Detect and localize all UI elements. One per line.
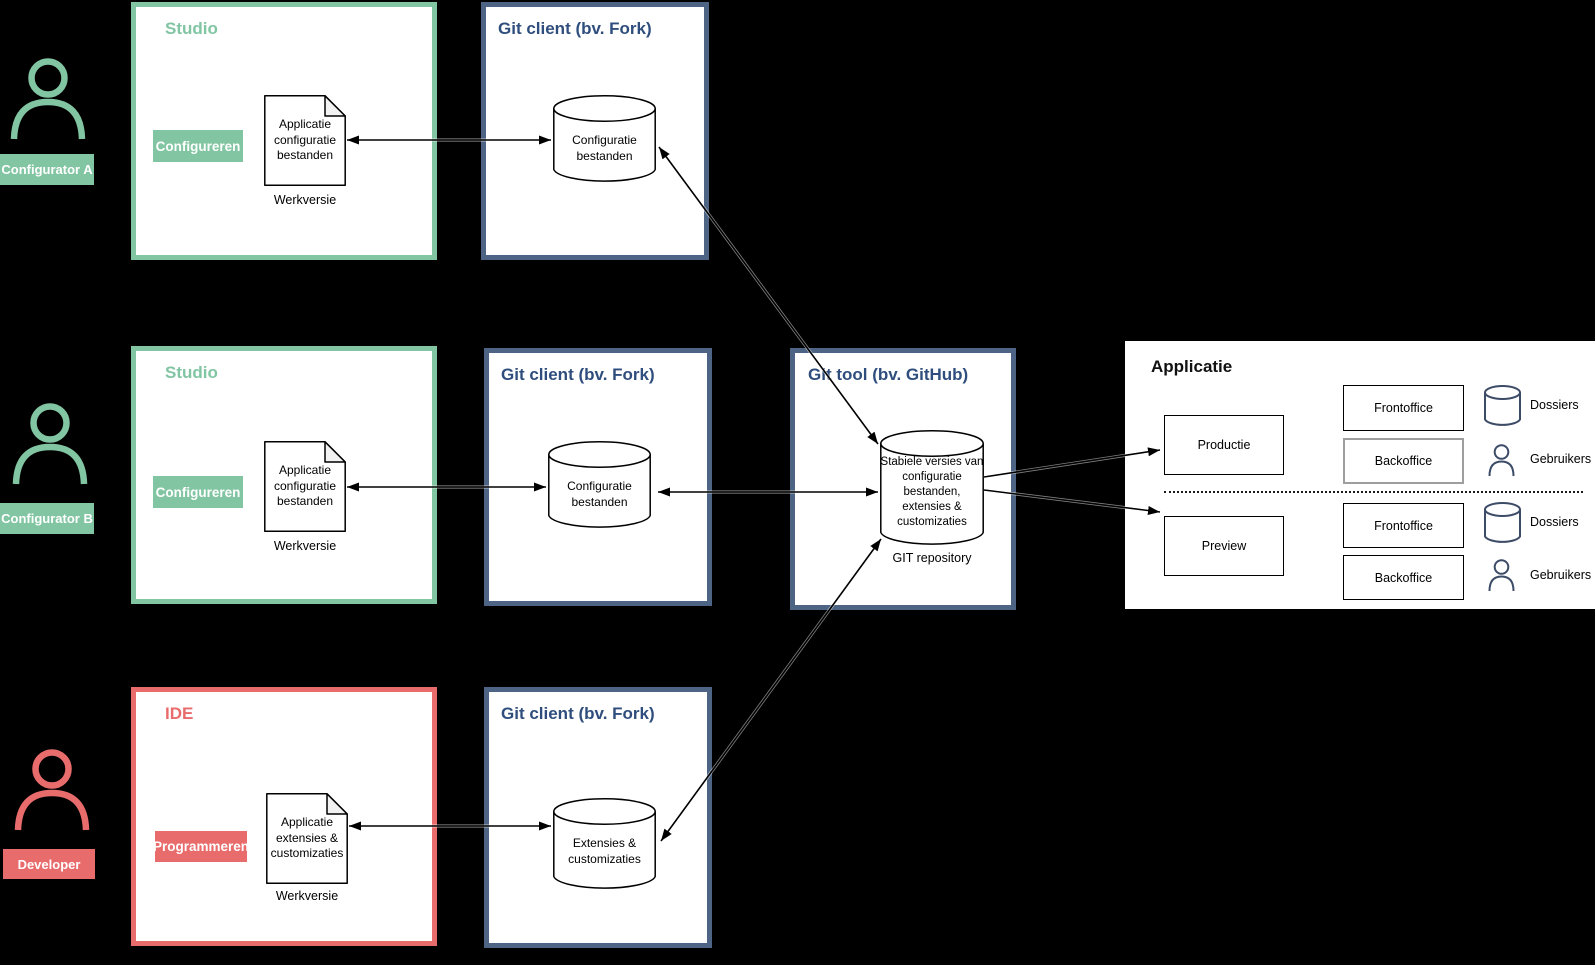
configurator-a-user-icon	[10, 57, 86, 141]
dossiers-database-icon-preview	[1484, 502, 1521, 544]
gebruikers-label-production: Gebruikers	[1530, 452, 1592, 466]
app-extensies-document: Applicatie extensies & customizaties	[266, 793, 348, 884]
dossiers-database-icon-production	[1484, 385, 1521, 427]
werkversie-caption-1: Werkversie	[273, 193, 337, 207]
dossiers-label-production: Dossiers	[1530, 398, 1579, 412]
config-bestanden-datastore-1: Configuratie bestanden	[553, 95, 656, 183]
git-client-title-3: Git client (bv. Fork)	[501, 704, 655, 723]
document-icon	[264, 441, 346, 532]
datastore-label: Extensies & customizaties	[568, 836, 641, 866]
document-label: Applicatie configuratie bestanden	[273, 463, 337, 509]
document-icon	[264, 95, 346, 186]
configurator-a-label: Configurator A	[0, 154, 94, 185]
git-repository-caption: GIT repository	[892, 551, 972, 565]
gebruikers-label-preview: Gebruikers	[1530, 568, 1592, 582]
dossiers-label-preview: Dossiers	[1530, 515, 1579, 529]
werkversie-caption-2: Werkversie	[273, 539, 337, 553]
werkversie-caption-3: Werkversie	[275, 889, 339, 903]
developer-user-icon	[14, 748, 90, 832]
git-repository-datastore: Stabiele versies van configuratie bestan…	[880, 430, 984, 546]
extensies-datastore: Extensies & customizaties	[553, 798, 656, 890]
datastore-label: Configuratie bestanden	[567, 479, 632, 509]
configureren-badge-2: Configureren	[153, 476, 243, 508]
document-icon	[266, 793, 348, 884]
database-icon	[548, 441, 651, 528]
document-label: Applicatie extensies & customizaties	[270, 815, 344, 861]
frontoffice-node-preview: Frontoffice	[1343, 503, 1464, 548]
configurator-b-user-icon	[12, 402, 88, 486]
ide-title: IDE	[165, 704, 194, 723]
backoffice-node-production: Backoffice	[1343, 438, 1464, 484]
gebruikers-user-icon-preview	[1487, 559, 1516, 592]
config-bestanden-datastore-2: Configuratie bestanden	[548, 441, 651, 529]
programmeren-badge: Programmeren	[153, 831, 249, 862]
gebruikers-user-icon-production	[1487, 444, 1516, 477]
app-config-document-1: Applicatie configuratie bestanden	[264, 95, 346, 186]
datastore-label: Configuratie bestanden	[572, 133, 637, 163]
app-config-document-2: Applicatie configuratie bestanden	[264, 441, 346, 532]
productie-node: Productie	[1164, 415, 1284, 475]
datastore-label: Stabiele versies van configuratie bestan…	[880, 456, 984, 528]
database-icon	[553, 798, 656, 889]
git-client-title-2: Git client (bv. Fork)	[501, 365, 655, 384]
frontoffice-node-production: Frontoffice	[1343, 385, 1464, 431]
studio-title-1: Studio	[165, 19, 218, 38]
git-tool-title: Git tool (bv. GitHub)	[808, 365, 969, 384]
studio-title-2: Studio	[165, 363, 218, 382]
database-icon	[553, 95, 656, 182]
database-icon	[880, 430, 984, 545]
preview-node: Preview	[1164, 516, 1284, 576]
configureren-badge-1: Configureren	[153, 130, 243, 162]
git-client-title-1: Git client (bv. Fork)	[498, 19, 652, 38]
configurator-b-label: Configurator B	[0, 503, 94, 534]
applicatie-title: Applicatie	[1151, 357, 1233, 376]
developer-label: Developer	[3, 849, 95, 879]
backoffice-node-preview: Backoffice	[1343, 555, 1464, 600]
document-label: Applicatie configuratie bestanden	[273, 117, 337, 163]
production-preview-divider	[1164, 491, 1583, 493]
